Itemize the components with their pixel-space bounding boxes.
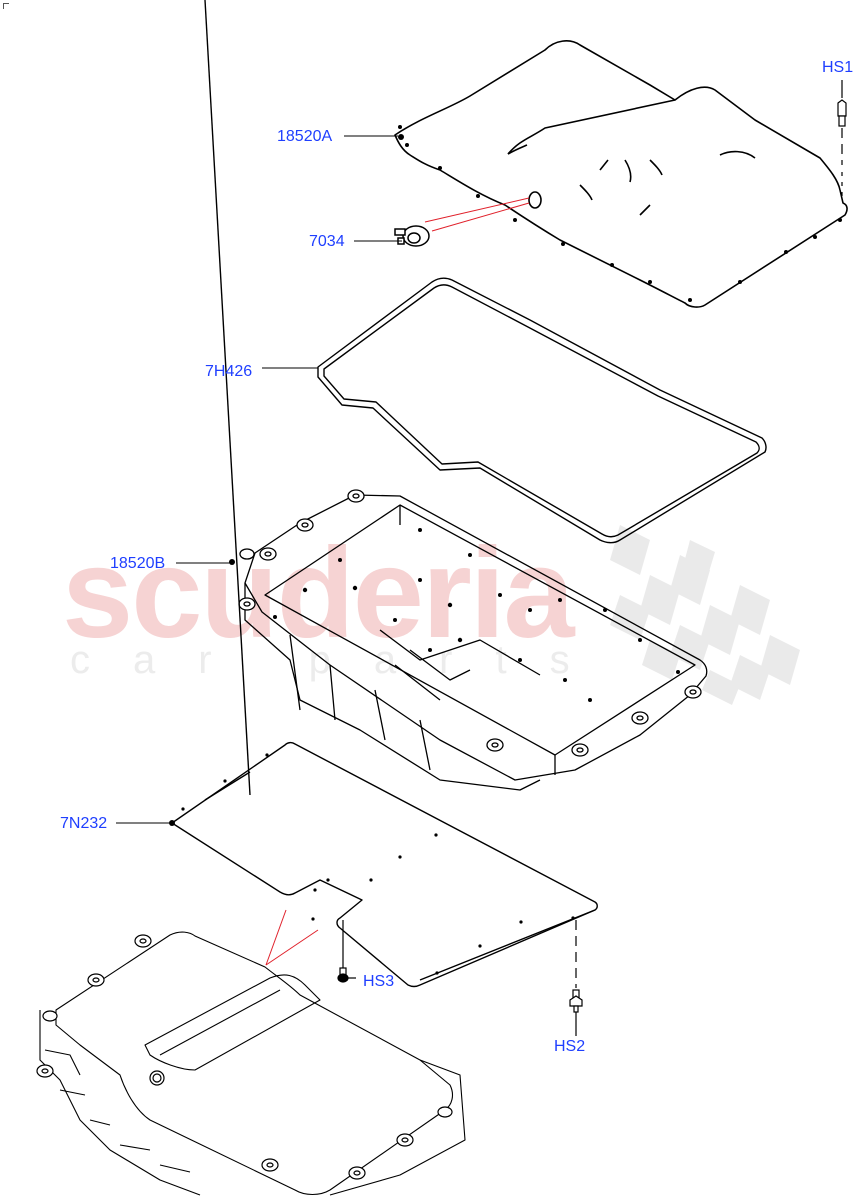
watermark-brand: scuderia bbox=[62, 522, 574, 665]
callout-HS2[interactable]: HS2 bbox=[554, 1038, 586, 1055]
upper-cover-18520A bbox=[394, 40, 848, 308]
callout-18520B[interactable]: 18520B bbox=[110, 555, 166, 572]
bolt-HS1 bbox=[837, 80, 847, 200]
watermark-subtitle: car parts bbox=[70, 638, 613, 682]
grommet-7034 bbox=[394, 225, 430, 247]
housing-tray-mounts bbox=[238, 489, 702, 757]
bottom-plate-holes bbox=[169, 753, 575, 975]
reference-lines-bottom bbox=[265, 909, 319, 966]
bolt-HS2 bbox=[569, 920, 583, 1036]
leader-lines bbox=[116, 135, 402, 824]
assembled-housing-mounts bbox=[36, 934, 453, 1180]
callout-7N232[interactable]: 7N232 bbox=[60, 815, 108, 832]
reference-lines-7034 bbox=[424, 197, 530, 232]
housing-tray-18520B bbox=[244, 494, 708, 791]
corner-crop-mark bbox=[3, 3, 9, 9]
checkered-flag-watermark bbox=[610, 525, 800, 705]
callout-7H426[interactable]: 7H426 bbox=[205, 363, 253, 380]
callout-18520A[interactable]: 18520A bbox=[277, 128, 333, 145]
bottom-plate-7N232 bbox=[171, 0, 598, 988]
callout-HS1[interactable]: HS1 bbox=[822, 59, 854, 76]
bolt-HS3 bbox=[337, 920, 356, 983]
callout-HS3[interactable]: HS3 bbox=[363, 973, 395, 990]
assembled-housing bbox=[39, 931, 466, 1196]
callout-7034[interactable]: 7034 bbox=[309, 233, 345, 250]
gasket-7H426 bbox=[317, 277, 767, 544]
upper-cover-bolt-holes bbox=[398, 125, 842, 302]
